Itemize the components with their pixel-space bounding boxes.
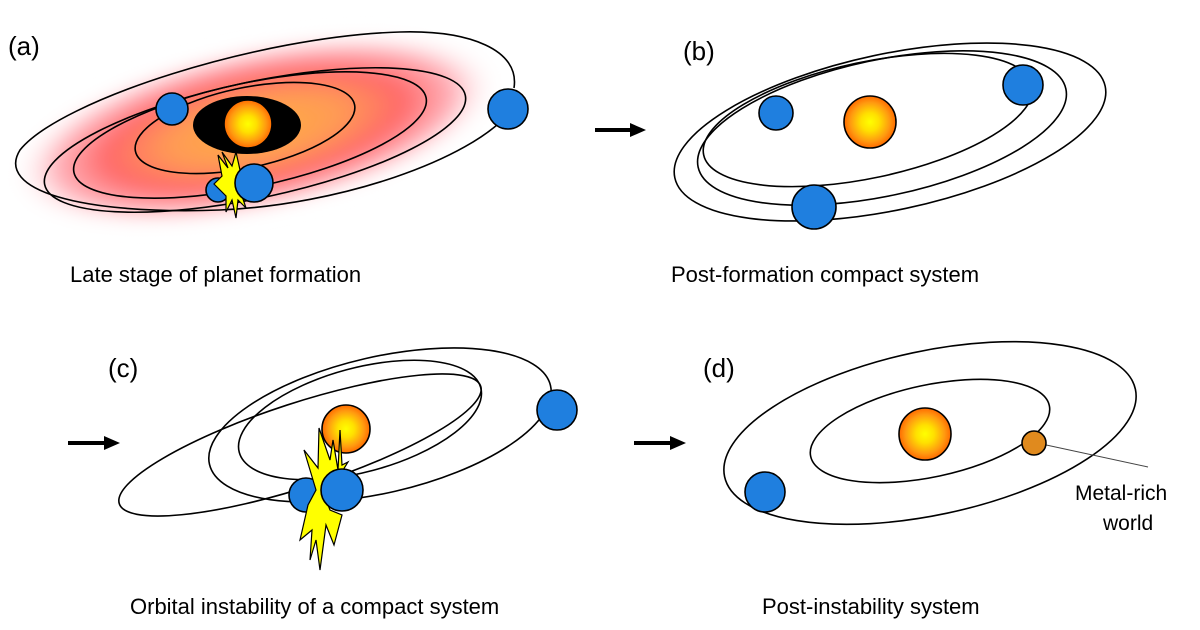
orbit-c-2	[208, 347, 552, 503]
arrow-a-to-b	[595, 123, 646, 137]
panel-label-a: (a)	[8, 31, 40, 61]
orbit-a-4	[14, 31, 516, 212]
annotation-leader-line	[1036, 442, 1149, 468]
planet-a-4	[234, 163, 274, 203]
panel-b: (b) Post-formation compact system	[671, 36, 1107, 287]
annotation-world: world	[1102, 512, 1153, 535]
planet-b-2	[1002, 64, 1044, 106]
arrow-c-to-d	[634, 436, 686, 450]
annotation-metal-rich: Metal-rich	[1075, 482, 1167, 505]
planet-c-1	[536, 389, 578, 431]
planet-a-1	[155, 92, 189, 126]
orbit-b-2	[696, 50, 1068, 206]
panel-label-b: (b)	[683, 36, 715, 66]
star-b	[843, 95, 897, 149]
panel-d: Metal-rich world (d) Post-instability sy…	[703, 340, 1167, 619]
planet-c-3	[320, 468, 364, 512]
caption-d: Post-instability system	[762, 594, 980, 619]
planet-d-1	[744, 471, 786, 513]
panel-label-c: (c)	[108, 353, 138, 383]
planet-b-3	[791, 184, 837, 230]
collision-flash-a	[213, 151, 247, 219]
arrow-b-to-c	[68, 436, 120, 450]
orbit-d-2	[809, 378, 1051, 484]
orbit-d-1	[723, 340, 1137, 526]
panel-c: (c) Orbital instability of a compact sys…	[108, 347, 578, 619]
star-c	[321, 404, 371, 454]
planet-b-1	[758, 95, 794, 131]
caption-a: Late stage of planet formation	[70, 262, 361, 287]
panel-label-d: (d)	[703, 353, 735, 383]
star-d	[898, 407, 952, 461]
star-a	[223, 99, 273, 149]
caption-b: Post-formation compact system	[671, 262, 979, 287]
planet-a-2	[487, 88, 529, 130]
metal-rich-world	[1021, 430, 1047, 456]
orbit-b-3	[673, 42, 1107, 222]
panel-a: (a) Late stage of planet formation	[8, 31, 529, 287]
caption-c: Orbital instability of a compact system	[130, 594, 499, 619]
